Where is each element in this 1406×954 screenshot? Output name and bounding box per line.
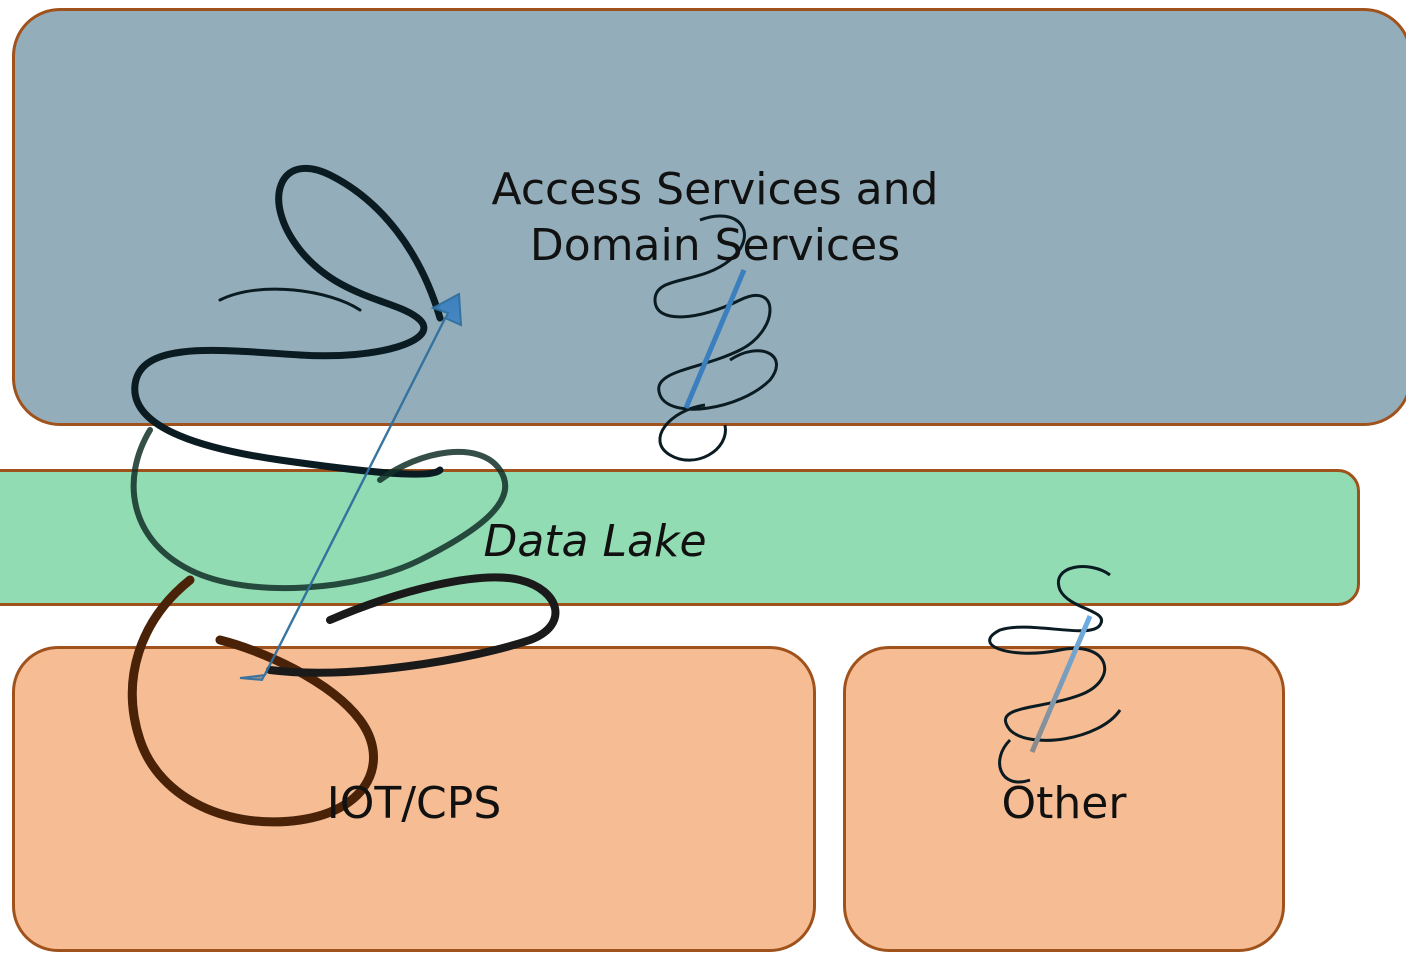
access-services-label-line2: Domain Services (529, 220, 901, 271)
iot-cps-box (12, 646, 816, 952)
swirl-decoration-other (988, 565, 1122, 784)
iot-cps-label: IOT/CPS (326, 778, 502, 829)
other-to-lake-arrow (1029, 615, 1093, 753)
data-lake-label: Data Lake (483, 516, 707, 567)
other-label: Other (1001, 778, 1127, 829)
services-internal-arrow (683, 269, 747, 409)
access-services-label: Access Services and Domain Services (415, 162, 1015, 274)
other-box (843, 646, 1285, 952)
swirl-decoration-large (127, 165, 560, 827)
access-services-label-line1: Access Services and (491, 164, 939, 215)
iot-to-services-arrow (239, 292, 463, 682)
swirl-decoration-services (653, 214, 778, 462)
